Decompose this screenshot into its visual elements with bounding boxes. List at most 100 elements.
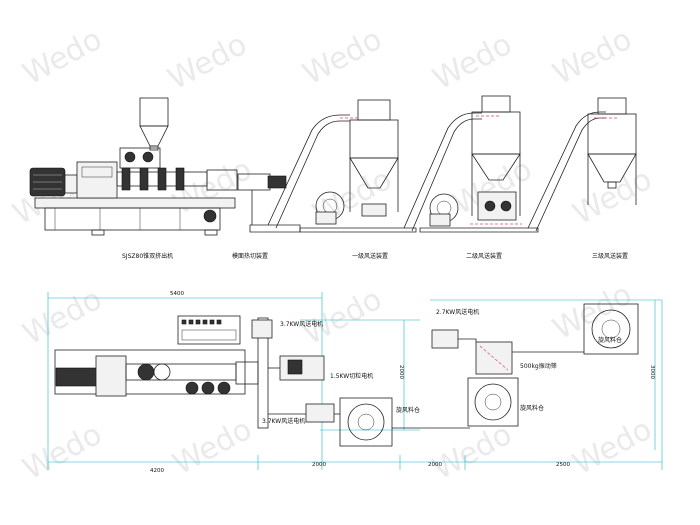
plan-feeder bbox=[137, 363, 155, 381]
stage2-cone bbox=[471, 153, 521, 181]
extruder-foot bbox=[204, 229, 218, 236]
silo-c-label: 旋风料仓 bbox=[598, 336, 622, 344]
cutter-plan: 3.7KW风送电机 1.5KW切粒电机 3.7KW风送电机 bbox=[251, 317, 373, 429]
strand-cutter: 模面热切装置 bbox=[232, 173, 301, 260]
silo-b: 500kg振动筛 旋风料仓 2.7KW风送电机 bbox=[431, 308, 557, 427]
stage2-pipe-inner bbox=[411, 118, 482, 232]
silo-b-label: 旋风料仓 bbox=[520, 404, 544, 412]
hopper-top bbox=[139, 97, 169, 127]
stage3-cyclone-body bbox=[587, 113, 637, 155]
fan-bottom-label: 3.7KW风送电机 bbox=[262, 417, 305, 425]
stage3-cone bbox=[587, 153, 637, 183]
watermark-text: Wedo bbox=[162, 27, 252, 97]
conveying-stage-2: 二级风送装置 bbox=[403, 95, 539, 260]
extruder-frame bbox=[44, 207, 221, 231]
vacuum-pump bbox=[203, 209, 217, 223]
silo-a: 旋风料仓 bbox=[334, 397, 470, 447]
plan-heater bbox=[185, 381, 199, 395]
control-indicator bbox=[202, 319, 208, 325]
feeder-block bbox=[119, 147, 161, 169]
watermark-text: Wedo bbox=[17, 22, 107, 92]
stage3-pipe-outer bbox=[527, 111, 606, 229]
control-panel-strip bbox=[181, 329, 237, 341]
stage2-return-duct bbox=[419, 227, 539, 233]
gearbox-panel bbox=[81, 166, 113, 178]
control-indicator bbox=[188, 319, 194, 325]
dim-overall-top-value: 5400 bbox=[170, 291, 184, 297]
dim-left-bottom-value: 4200 bbox=[150, 468, 164, 474]
plan-main-motor bbox=[55, 367, 97, 387]
heater-band bbox=[157, 167, 167, 191]
watermark-text: Wedo bbox=[17, 417, 107, 487]
stage1-blower-motor bbox=[315, 211, 337, 225]
cutter-motor-label: 1.5KW切粒电机 bbox=[330, 372, 373, 380]
watermark-text: Wedo bbox=[567, 162, 657, 232]
silo-a-cyclone bbox=[347, 403, 385, 441]
screen-airflow-mark bbox=[479, 345, 509, 371]
watermark-text: Wedo bbox=[297, 282, 387, 352]
plan-feeder-ring bbox=[153, 363, 171, 381]
strand-cutter-label: 模面热切装置 bbox=[232, 252, 268, 260]
stage2-screen-motor bbox=[500, 200, 512, 212]
hopper-neck bbox=[149, 145, 159, 151]
stage1-label: 一级风送装置 bbox=[352, 252, 388, 260]
control-indicator bbox=[209, 319, 215, 325]
silo-b-core bbox=[484, 393, 502, 411]
stage1-cyclone-top bbox=[357, 99, 391, 121]
fan-bottom-unit bbox=[305, 403, 335, 423]
coupling bbox=[64, 174, 78, 194]
silo-a-frame bbox=[339, 397, 393, 447]
stage3-cyclone-top bbox=[597, 97, 627, 115]
stage1-pipe-outer bbox=[267, 114, 350, 226]
stage2-cyclone-body bbox=[471, 111, 521, 155]
silo-c: 旋风料仓 bbox=[512, 303, 639, 355]
watermark-text: Wedo bbox=[427, 27, 517, 97]
extruder-plan-frame bbox=[54, 349, 246, 395]
watermark-text: Wedo bbox=[17, 282, 107, 352]
heater-band bbox=[121, 167, 131, 191]
main-duct-vertical bbox=[257, 317, 269, 429]
fan-mid-unit bbox=[251, 319, 273, 339]
dim-height-mid-value: 2000 bbox=[398, 365, 404, 379]
control-indicator bbox=[216, 319, 222, 325]
fan-mid-label: 3.7KW风送电机 bbox=[280, 320, 323, 328]
dimension-lines: 5400 4200 2000 2000 2500 2000 3000 bbox=[47, 291, 663, 474]
silo-b-frame bbox=[467, 377, 519, 427]
stage2-blower-hub bbox=[436, 200, 452, 216]
stage1-return-duct bbox=[299, 227, 417, 233]
stage1-cone bbox=[349, 157, 399, 189]
silo-a-core bbox=[357, 413, 375, 431]
conveying-stage-3: 三级风送装置 bbox=[527, 97, 637, 260]
heater-band bbox=[139, 167, 149, 191]
conveying-stage-1: 一级风送装置 bbox=[267, 99, 417, 260]
silo-a-label: 旋风料仓 bbox=[396, 406, 420, 414]
fan-top-duct bbox=[458, 338, 477, 342]
stage2-blower-motor bbox=[429, 213, 451, 227]
extruder-plan bbox=[54, 315, 259, 397]
plan-heater bbox=[217, 381, 231, 395]
stage2-screen-motor bbox=[484, 200, 496, 212]
cutter-duct bbox=[249, 224, 301, 233]
stage1-pipe-inner bbox=[275, 120, 350, 229]
plan-heater bbox=[201, 381, 215, 395]
stage2-pipe-outer bbox=[403, 112, 482, 229]
stage2-cyclone-top bbox=[481, 95, 511, 113]
dim-seg3-value: 2500 bbox=[556, 462, 570, 468]
plan-gearbox bbox=[95, 355, 127, 397]
watermark-text: Wedo bbox=[427, 417, 517, 487]
silo-c-frame bbox=[583, 303, 639, 355]
watermark-text: Wedo bbox=[167, 412, 257, 482]
dim-height-right-value: 3000 bbox=[649, 365, 655, 379]
watermark-text: Wedo bbox=[547, 277, 637, 347]
vibrating-screen-label: 500kg振动筛 bbox=[520, 362, 557, 370]
watermark-text: Wedo bbox=[297, 22, 387, 92]
stage3-discharge bbox=[607, 181, 617, 189]
die-head bbox=[206, 169, 238, 191]
cutter-motor bbox=[267, 175, 287, 189]
stage3-label: 三级风送装置 bbox=[592, 252, 628, 260]
stage1-cyclone-body bbox=[349, 119, 399, 159]
stage1-valve bbox=[361, 203, 387, 217]
dim-seg1-value: 2000 bbox=[312, 462, 326, 468]
plan-die-head bbox=[235, 361, 259, 385]
